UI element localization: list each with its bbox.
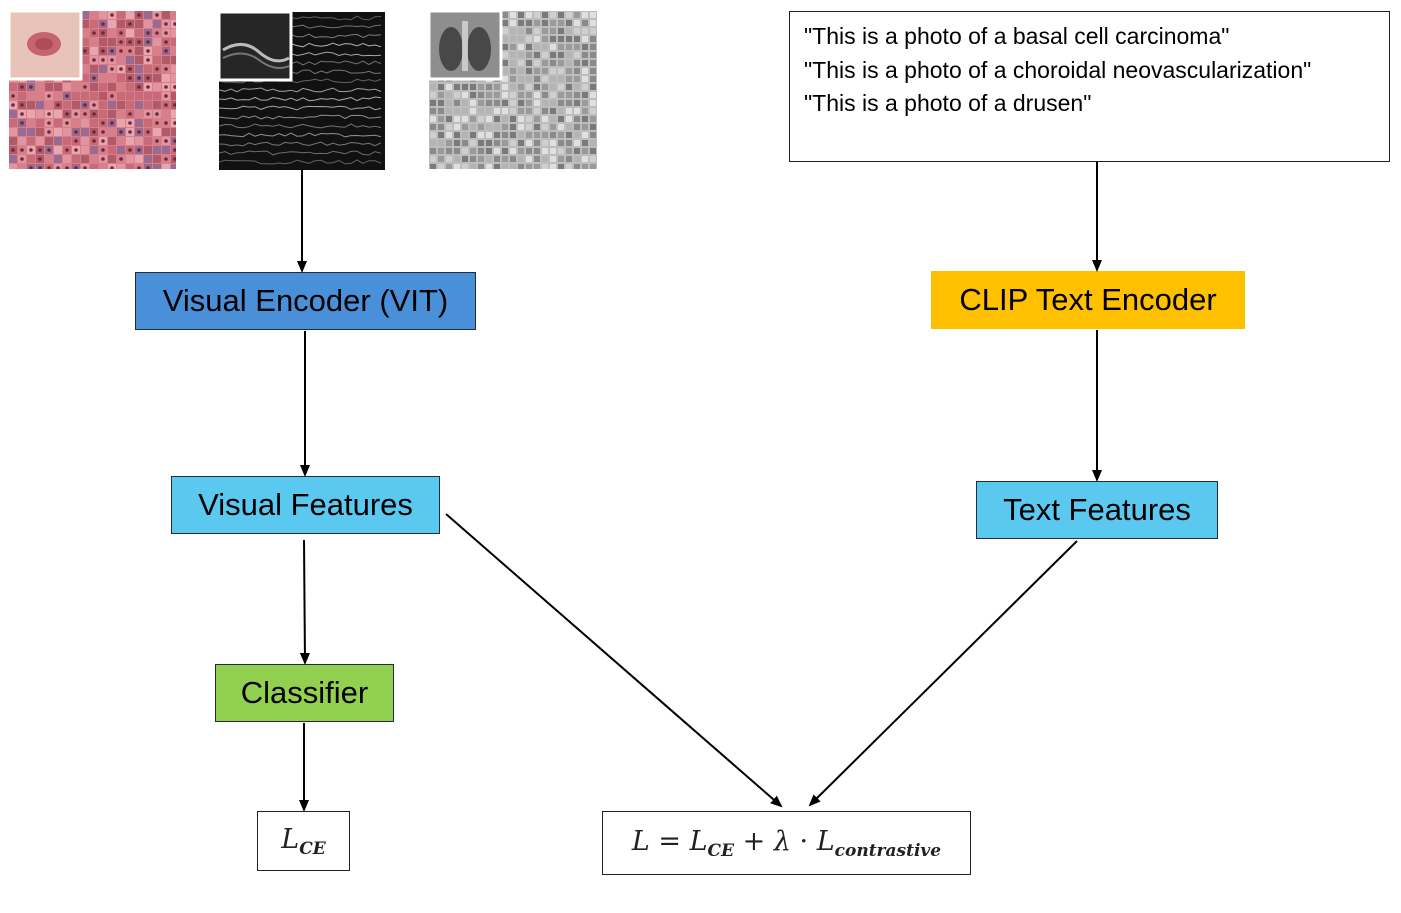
total-loss-box: L = LCE + λ · Lcontrastive <box>602 811 971 875</box>
classifier-node: Classifier <box>215 664 394 722</box>
clip-text-encoder-label: CLIP Text Encoder <box>959 282 1217 317</box>
text-features-label: Text Features <box>1003 492 1191 527</box>
text-prompt: "This is a photo of a basal cell carcino… <box>804 23 1230 49</box>
skin-lesion-image <box>9 11 176 169</box>
text-prompts-box: "This is a photo of a basal cell carcino… <box>789 11 1390 162</box>
total-loss-formula: L = LCE + λ · Lcontrastive <box>631 825 942 861</box>
oct-retina-image <box>219 12 385 170</box>
arrow-visual-features-to-total-loss <box>445 513 783 808</box>
chest-xray-image <box>429 11 597 169</box>
clip-text-encoder-node: CLIP Text Encoder <box>931 271 1245 329</box>
text-prompt: "This is a photo of a drusen" <box>804 90 1092 116</box>
visual-encoder-label: Visual Encoder (VIT) <box>162 283 449 318</box>
arrow-visual-features-to-classifier <box>299 539 310 665</box>
visual-features-label: Visual Features <box>198 487 413 522</box>
visual-features-node: Visual Features <box>171 476 440 534</box>
text-prompt: "This is a photo of a choroidal neovascu… <box>804 56 1312 83</box>
visual-encoder-node: Visual Encoder (VIT) <box>135 272 476 330</box>
ce-loss-box: LCE <box>257 811 350 871</box>
arrow-text-features-to-total-loss <box>808 540 1078 807</box>
ce-loss-formula: LCE <box>281 823 326 859</box>
text-features-node: Text Features <box>976 481 1218 539</box>
classifier-label: Classifier <box>240 675 369 710</box>
